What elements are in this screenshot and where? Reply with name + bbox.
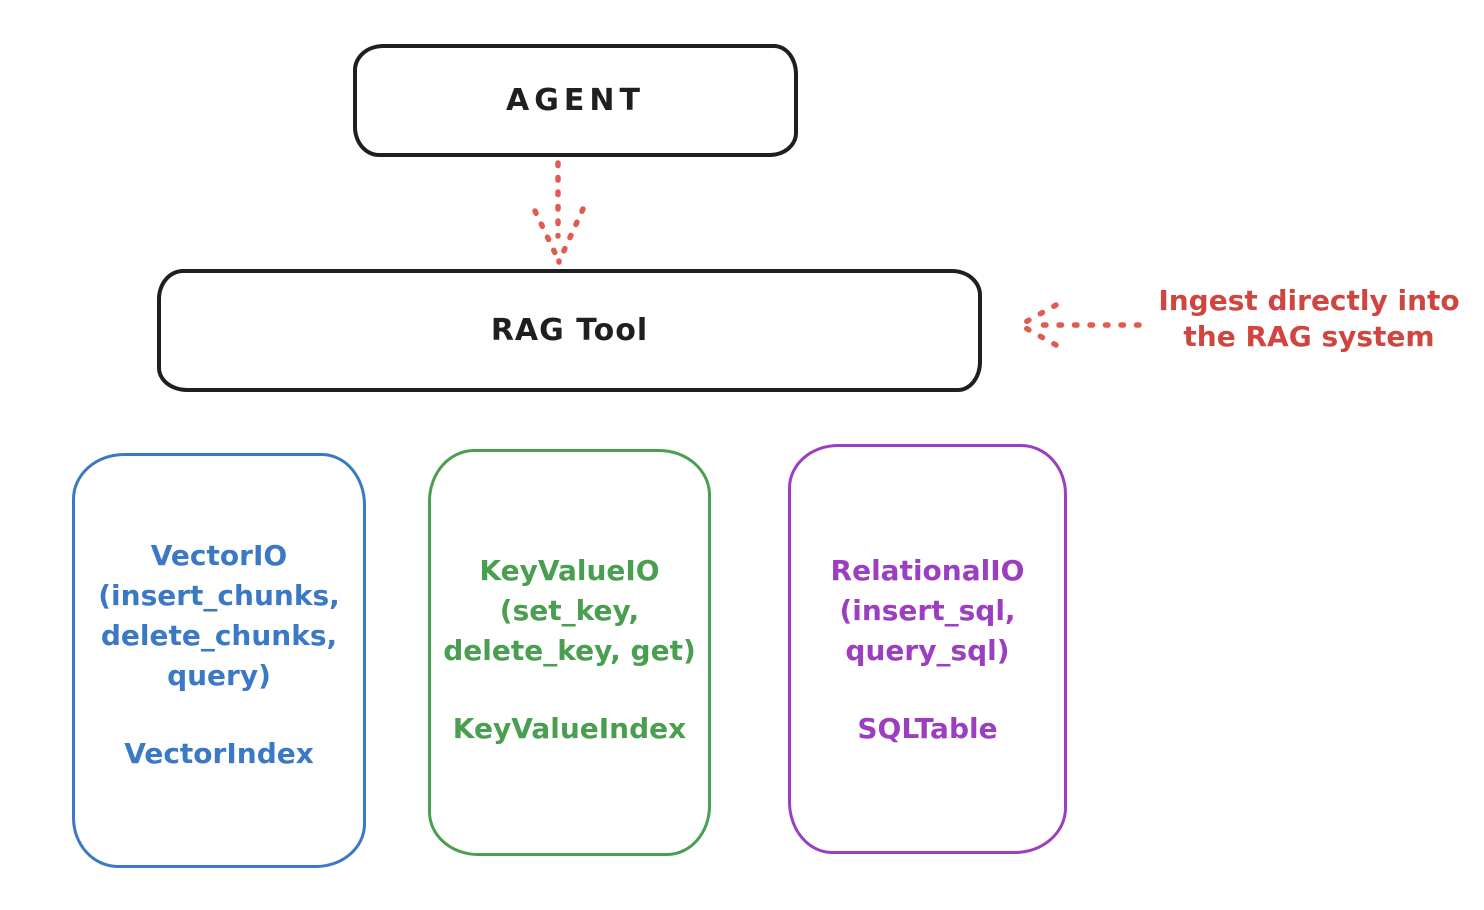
arrow-wing-left [532,208,559,258]
ingest-annotation-line1: Ingest directly into [1158,284,1460,317]
sql-table-label: SQLTable [857,712,998,745]
arrow-wing-bottom [1019,323,1059,348]
key-value-index-label: KeyValueIndex [452,712,687,745]
relational-io-methods-line1: (insert_sql, [839,594,1016,627]
key-value-io-methods-line1: (set_key, [499,594,640,627]
key-value-io-node: KeyValueIO (set_key, delete_key, get) Ke… [428,449,711,856]
ingest-arrow [1019,302,1142,348]
key-value-io-methods-line2: delete_key, get) [443,634,696,667]
rag-tool-node: RAG Tool [157,269,982,392]
vector-io-methods-line2: delete_chunks, [100,619,338,652]
arrow-wing-right [559,206,586,258]
agent-label: AGENT [506,83,645,118]
relational-io-title: RelationalIO [830,554,1025,587]
rag-tool-label: RAG Tool [490,313,649,348]
agent-to-rag-arrow [532,160,586,265]
arrow-wing-top [1019,302,1059,327]
agent-node: AGENT [353,44,798,157]
vector-io-title: VectorIO [150,539,288,572]
ingest-annotation: Ingest directly into the RAG system [1146,283,1472,355]
vector-io-node: VectorIO (insert_chunks, delete_chunks, … [72,453,366,868]
vector-io-methods-line3: query) [167,659,271,692]
relational-io-methods-line2: query_sql) [845,634,1010,667]
relational-io-node: RelationalIO (insert_sql, query_sql) SQL… [788,444,1067,854]
ingest-annotation-line2: the RAG system [1183,320,1435,353]
vector-io-methods-line1: (insert_chunks, [98,579,340,612]
vector-index-label: VectorIndex [124,737,314,770]
key-value-io-title: KeyValueIO [479,554,660,587]
